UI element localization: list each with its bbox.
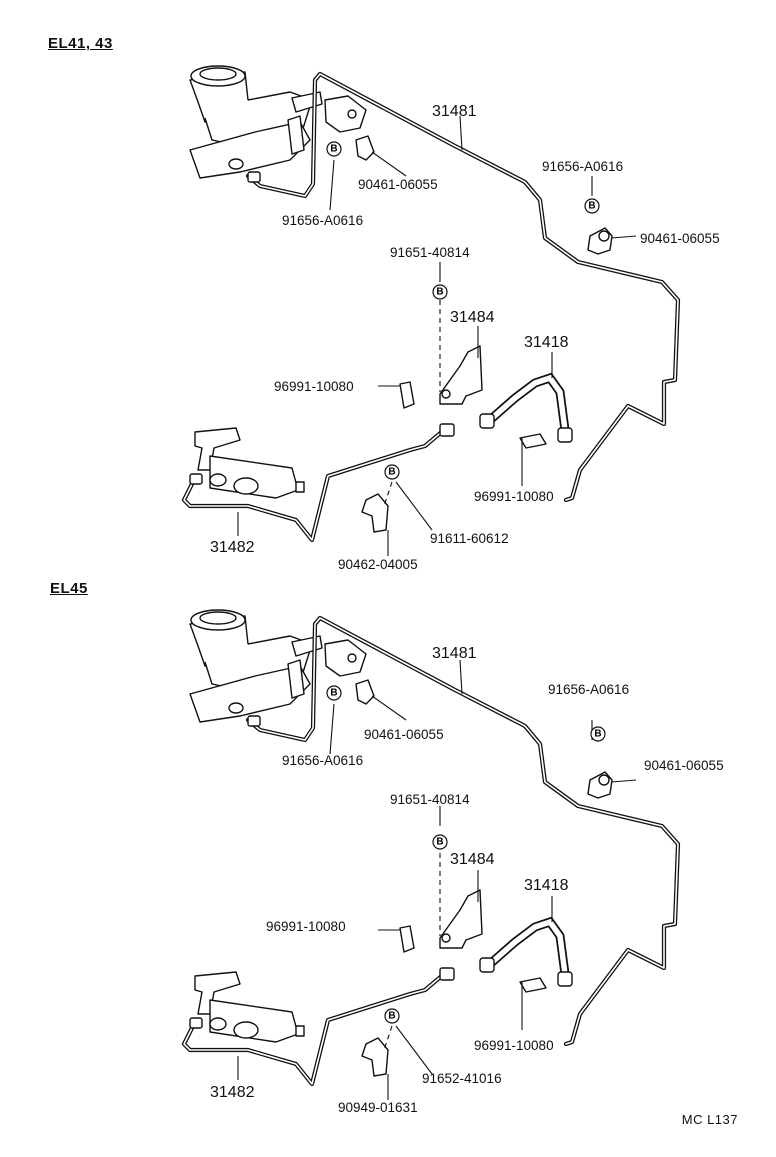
section-title-2: EL45: [50, 580, 88, 597]
label-hose-2: 31418: [524, 877, 569, 894]
label-clip-a-2: 90461-06055: [364, 727, 444, 742]
label-bracket-1: 31484: [450, 309, 495, 326]
label-clip-b-2: 90461-06055: [644, 758, 724, 773]
label-clip-d-2: 96991-10080: [474, 1038, 554, 1053]
label-bolt-c-1: 91651-40814: [390, 245, 470, 260]
label-clip-d-1: 96991-10080: [474, 489, 554, 504]
label-pipe-front-2: 31481: [432, 645, 477, 662]
label-clip-e-1: 90462-04005: [338, 557, 418, 572]
label-bolt-a-1: 91656-A0616: [282, 213, 364, 228]
label-clip-c-2: 96991-10080: [266, 919, 346, 934]
label-clip-a-1: 90461-06055: [358, 177, 438, 192]
label-clip-c-1: 96991-10080: [274, 379, 354, 394]
label-bolt-b-2: 91656-A0616: [548, 682, 630, 697]
label-bolt-a-2: 91656-A0616: [282, 753, 364, 768]
label-clip-b-1: 90461-06055: [640, 231, 720, 246]
label-bolt-c-2: 91651-40814: [390, 792, 470, 807]
label-bolt-d-1: 91611-60612: [430, 531, 509, 546]
label-pipe-front-1: 31481: [432, 103, 477, 120]
page-code: MC L137: [681, 1112, 738, 1127]
section-title-1: EL41, 43: [48, 35, 113, 52]
label-pipe-rear-2: 31482: [210, 1084, 255, 1101]
label-clip-e-2: 90949-01631: [338, 1100, 418, 1115]
label-pipe-rear-1: 31482: [210, 539, 255, 556]
label-bolt-d-2: 91652-41016: [422, 1071, 502, 1086]
label-hose-1: 31418: [524, 334, 569, 351]
label-bolt-b-1: 91656-A0616: [542, 159, 624, 174]
label-bracket-2: 31484: [450, 851, 495, 868]
